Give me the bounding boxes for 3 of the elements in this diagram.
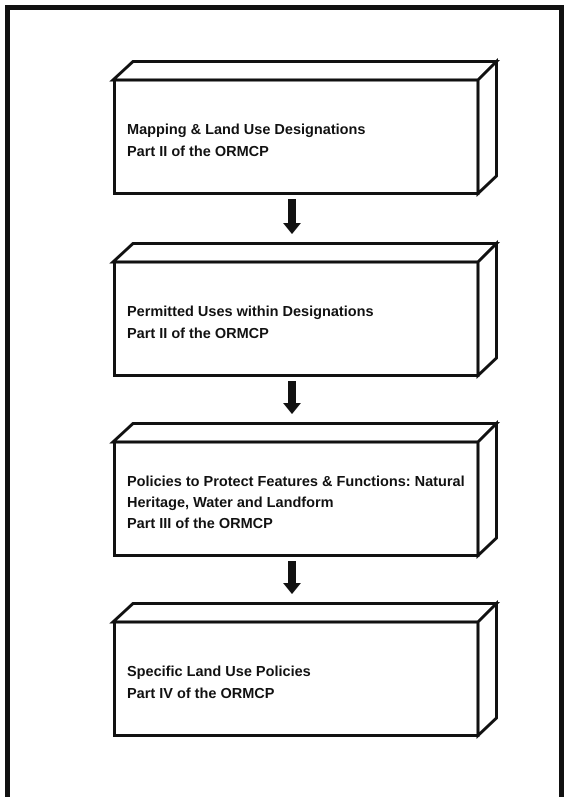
arrow xyxy=(283,561,301,594)
arrow xyxy=(283,199,301,234)
arrow xyxy=(283,381,301,414)
